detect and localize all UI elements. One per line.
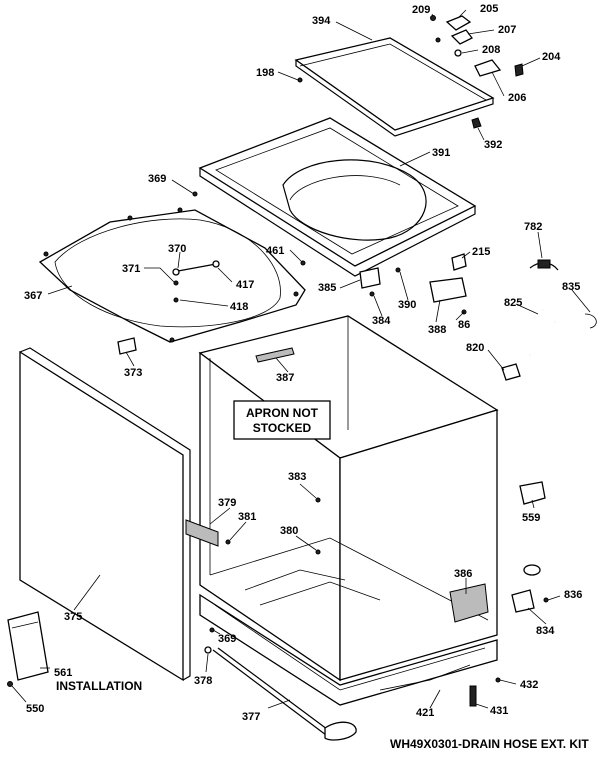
apron-note-line1: APRON NOT bbox=[246, 406, 319, 420]
callout-373: 373 bbox=[124, 367, 142, 379]
leader-lines bbox=[11, 9, 591, 709]
tub-cover-part bbox=[38, 191, 306, 343]
callout-386: 386 bbox=[454, 568, 472, 580]
callout-782: 782 bbox=[524, 221, 542, 233]
callout-390: 390 bbox=[398, 299, 416, 311]
misc-small-parts bbox=[7, 253, 549, 707]
drain-hose-part bbox=[522, 308, 597, 576]
callout-380: 380 bbox=[280, 525, 298, 537]
callout-388: 388 bbox=[428, 324, 446, 336]
installation-note: INSTALLATION bbox=[56, 679, 142, 693]
callout-834: 834 bbox=[536, 625, 555, 637]
callout-198: 198 bbox=[256, 67, 274, 79]
callout-215: 215 bbox=[472, 246, 490, 258]
callout-391: 391 bbox=[432, 147, 450, 159]
lid-part bbox=[294, 37, 495, 137]
callout-378: 378 bbox=[194, 675, 212, 687]
callout-375: 375 bbox=[64, 611, 82, 623]
callout-208: 208 bbox=[482, 44, 500, 56]
callout-432: 432 bbox=[520, 679, 538, 691]
callout-204: 204 bbox=[542, 51, 561, 63]
callout-550: 550 bbox=[26, 703, 44, 715]
callout-421: 421 bbox=[416, 707, 434, 719]
apron-note-line2: STOCKED bbox=[253, 421, 312, 435]
callout-417: 417 bbox=[236, 279, 254, 291]
callout-206: 206 bbox=[508, 92, 526, 104]
callout-205: 205 bbox=[480, 3, 498, 15]
callout-394: 394 bbox=[312, 15, 331, 27]
callout-461: 461 bbox=[266, 245, 284, 257]
hinge-parts bbox=[297, 15, 524, 129]
callout-392: 392 bbox=[484, 139, 502, 151]
callout-561: 561 bbox=[54, 667, 72, 679]
callout-559: 559 bbox=[522, 512, 540, 524]
callout-820: 820 bbox=[466, 342, 484, 354]
callout-385: 385 bbox=[318, 282, 336, 294]
callout-207: 207 bbox=[498, 24, 516, 36]
callout-209: 209 bbox=[412, 4, 430, 16]
callout-367: 367 bbox=[24, 290, 42, 302]
callout-369-bottom: 369 bbox=[218, 633, 236, 645]
footer-kit-note: WH49X0301-DRAIN HOSE EXT. KIT bbox=[390, 737, 589, 751]
cord-part bbox=[529, 259, 559, 271]
callout-379: 379 bbox=[218, 497, 236, 509]
callout-370: 370 bbox=[168, 243, 186, 255]
base-part bbox=[199, 593, 498, 706]
callout-387: 387 bbox=[276, 372, 294, 384]
bracket-part bbox=[449, 583, 489, 623]
callout-418: 418 bbox=[230, 301, 248, 313]
callout-835: 835 bbox=[562, 281, 580, 293]
callout-431: 431 bbox=[490, 705, 508, 717]
callout-384: 384 bbox=[372, 315, 391, 327]
kick-strip-part bbox=[204, 627, 357, 741]
apron-part bbox=[19, 347, 191, 682]
callout-836: 836 bbox=[564, 589, 582, 601]
callout-371: 371 bbox=[122, 263, 140, 275]
callout-86: 86 bbox=[458, 319, 470, 331]
callout-381: 381 bbox=[238, 511, 256, 523]
brace-part bbox=[185, 519, 231, 547]
top-cover-part bbox=[198, 117, 477, 277]
callout-383: 383 bbox=[288, 471, 306, 483]
callout-377: 377 bbox=[242, 711, 260, 723]
callout-369-top: 369 bbox=[148, 173, 166, 185]
callout-labels: 394 209 205 207 208 204 206 198 392 391 … bbox=[24, 3, 582, 723]
installation-bag bbox=[7, 611, 49, 681]
apron-note-box: APRON NOT STOCKED bbox=[233, 400, 331, 440]
callout-825: 825 bbox=[504, 297, 522, 309]
